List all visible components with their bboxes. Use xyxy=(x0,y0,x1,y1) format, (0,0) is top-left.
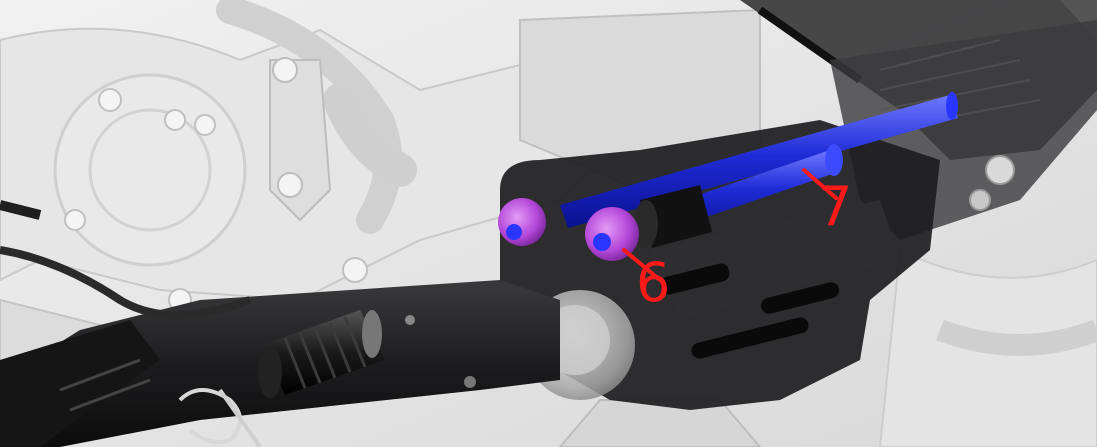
callout-7: 7 xyxy=(818,175,853,238)
cable xyxy=(0,200,252,319)
flange-bolts xyxy=(498,198,639,261)
side-fastener xyxy=(969,155,1015,211)
spring-clip xyxy=(178,388,262,447)
callout-leaders xyxy=(622,168,838,282)
callout-6-leader-icon xyxy=(622,248,662,282)
spacer-sleeve xyxy=(634,185,712,248)
footpeg xyxy=(258,310,385,398)
callout-7-leader-icon xyxy=(802,168,838,200)
callout-6: 6 xyxy=(636,251,671,314)
